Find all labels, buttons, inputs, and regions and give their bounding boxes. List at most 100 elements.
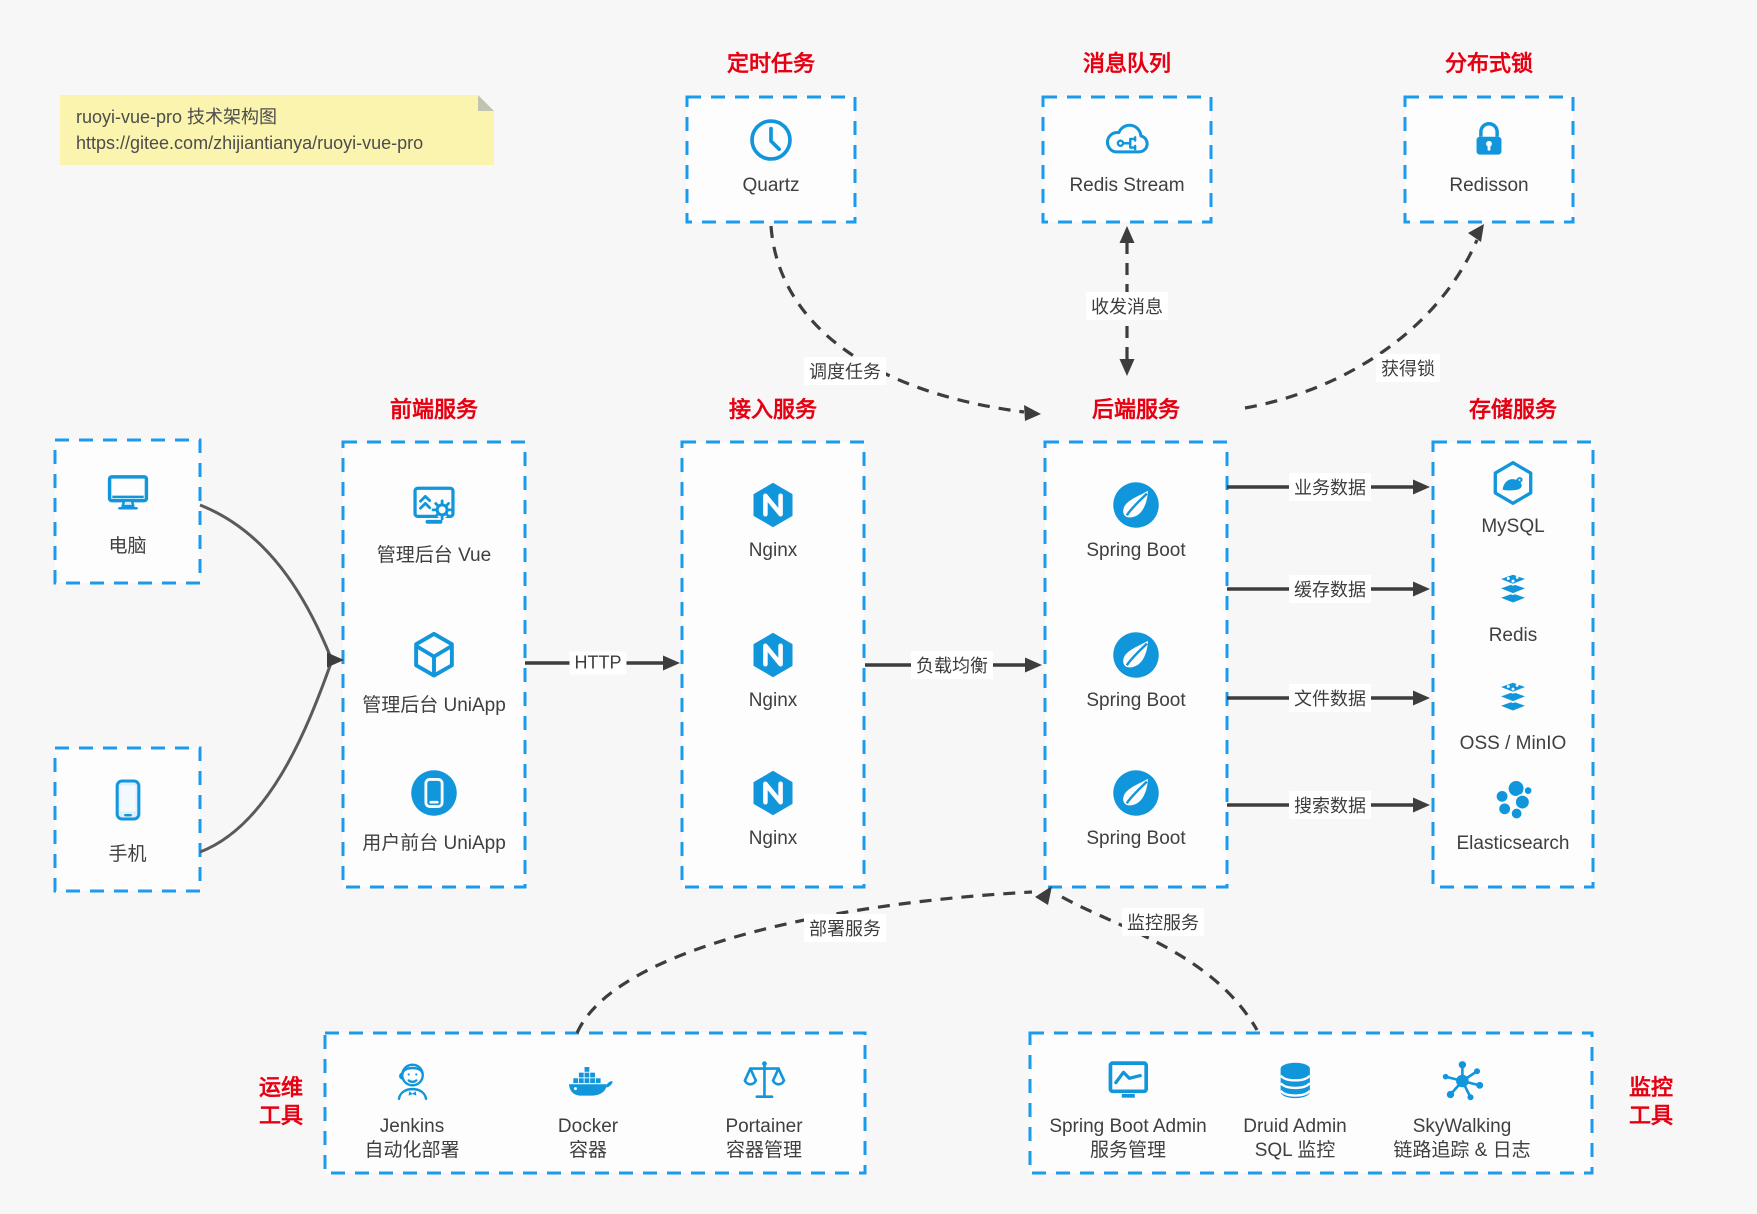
client-to-frontend-curves: [199, 503, 333, 854]
docker-node: Docker 容器: [558, 1055, 618, 1163]
oss-minio-label: OSS / MinIO: [1459, 733, 1567, 754]
backend-services-box: Spring Boot Spring Boot Spring Boot: [1045, 442, 1227, 887]
docker-name: Docker: [557, 1116, 619, 1137]
spring-boot-admin-node: Spring Boot Admin 服务管理: [1049, 1055, 1207, 1163]
nginx-label-3: Nginx: [748, 828, 798, 849]
druid-name: Druid Admin: [1243, 1116, 1347, 1137]
edge-label-deploy: 部署服务: [804, 914, 886, 942]
spring-boot-label-3: Spring Boot: [1086, 828, 1186, 849]
edge-label-message: 收发消息: [1086, 292, 1168, 320]
pc-node: 电脑: [55, 466, 200, 558]
ops-title-line2: 工具: [258, 1103, 303, 1128]
jenkins-desc: 自动化部署: [364, 1140, 460, 1161]
spring-boot-node-1: Spring Boot: [1045, 479, 1227, 562]
mysql-node: MySQL: [1433, 458, 1593, 538]
lock-icon: [1463, 114, 1515, 166]
redis-stream-node: Redis Stream: [1043, 114, 1211, 197]
quartz-node: Quartz: [687, 114, 855, 197]
druid-desc: SQL 监控: [1254, 1140, 1336, 1161]
uniapp-cube-icon: [408, 629, 460, 681]
admin-vue-label: 管理后台 Vue: [376, 545, 492, 566]
pc-client-box: 电脑: [55, 440, 200, 583]
spring-icon: [1110, 767, 1162, 819]
jenkins-icon: [386, 1055, 438, 1107]
group-title-scheduler: 定时任务: [726, 51, 815, 76]
elasticsearch-label: Elasticsearch: [1456, 833, 1570, 854]
mysql-label: MySQL: [1481, 516, 1545, 537]
group-title-ops: 运维 工具: [238, 1074, 324, 1130]
portainer-icon: [738, 1055, 790, 1107]
portainer-desc: 容器管理: [725, 1140, 803, 1161]
oss-minio-node: OSS / MinIO: [1433, 675, 1593, 755]
group-title-lock: 分布式锁: [1444, 51, 1533, 76]
monitoring-title-line2: 工具: [1628, 1103, 1673, 1128]
mobile-client-box: 手机: [55, 748, 200, 891]
frontend-services-box: 管理后台 Vue 管理后台 UniApp 用户前台 UniApp: [343, 442, 525, 887]
spring-boot-label-2: Spring Boot: [1086, 690, 1186, 711]
solid-arrowheads: [663, 479, 1430, 813]
group-title-monitoring: 监控 工具: [1608, 1074, 1694, 1130]
edge-label-monitor: 监控服务: [1122, 908, 1204, 936]
edge-label-http: HTTP: [569, 651, 627, 675]
nginx-label-1: Nginx: [748, 540, 798, 561]
elasticsearch-icon: [1488, 775, 1538, 825]
docker-icon: [562, 1055, 614, 1107]
portainer-name: Portainer: [725, 1116, 803, 1137]
redis-node: Redis: [1433, 567, 1593, 647]
jenkins-node: Jenkins 自动化部署: [364, 1055, 460, 1163]
ops-tools-box: Jenkins 自动化部署 Docker 容器 Portainer 容器管理: [325, 1033, 865, 1173]
druid-icon: [1269, 1055, 1321, 1107]
spring-boot-node-2: Spring Boot: [1045, 629, 1227, 712]
spring-icon: [1110, 479, 1162, 531]
spring-boot-node-3: Spring Boot: [1045, 767, 1227, 850]
oss-stack-icon: [1488, 675, 1538, 725]
frontend-admin-vue-node: 管理后台 Vue: [343, 479, 525, 567]
jenkins-name: Jenkins: [379, 1116, 445, 1137]
pc-label: 电脑: [108, 536, 147, 557]
desktop-icon: [102, 466, 154, 518]
frontend-user-uniapp-node: 用户前台 UniApp: [343, 767, 525, 855]
redisson-label: Redisson: [1449, 175, 1529, 196]
client-arrowhead: [327, 652, 344, 668]
mobile-node: 手机: [55, 774, 200, 866]
user-app-icon: [408, 767, 460, 819]
druid-admin-node: Druid Admin SQL 监控: [1243, 1055, 1347, 1163]
portainer-node: Portainer 容器管理: [725, 1055, 803, 1163]
sba-icon: [1102, 1055, 1154, 1107]
redis-label: Redis: [1488, 625, 1538, 646]
nginx-node-2: Nginx: [682, 629, 864, 712]
group-title-frontend: 前端服务: [389, 397, 478, 422]
frontend-admin-uniapp-node: 管理后台 UniApp: [343, 629, 525, 717]
cloud-stream-icon: [1101, 114, 1153, 166]
sticky-note: ruoyi-vue-pro 技术架构图 https://gitee.com/zh…: [60, 95, 494, 165]
edge-label-search-data: 搜索数据: [1289, 791, 1371, 819]
elasticsearch-node: Elasticsearch: [1433, 775, 1593, 855]
spring-icon: [1110, 629, 1162, 681]
group-title-storage: 存储服务: [1468, 397, 1557, 422]
edge-label-file-data: 文件数据: [1289, 684, 1371, 712]
clock-icon: [745, 114, 797, 166]
mobile-label: 手机: [108, 844, 147, 865]
gateway-services-box: Nginx Nginx Nginx: [682, 442, 864, 887]
storage-services-box: MySQL Redis OSS / MinIO Elasticsearch: [1433, 442, 1593, 887]
note-fold-corner: [478, 95, 494, 111]
ops-title-line1: 运维: [258, 1075, 303, 1100]
redis-stream-label: Redis Stream: [1069, 175, 1185, 196]
nginx-icon: [747, 767, 799, 819]
edge-label-schedule: 调度任务: [804, 357, 886, 385]
edge-label-cache-data: 缓存数据: [1289, 575, 1371, 603]
group-title-backend: 后端服务: [1091, 397, 1180, 422]
sba-desc: 服务管理: [1089, 1140, 1166, 1161]
docker-desc: 容器: [568, 1140, 607, 1161]
skywalking-name: SkyWalking: [1412, 1116, 1512, 1137]
group-title-gateway: 接入服务: [728, 397, 817, 422]
skywalking-icon: [1436, 1055, 1488, 1107]
note-url: https://gitee.com/zhijiantianya/ruoyi-vu…: [76, 133, 424, 153]
monitoring-title-line1: 监控: [1628, 1075, 1673, 1100]
nginx-label-2: Nginx: [748, 690, 798, 711]
spring-boot-label-1: Spring Boot: [1086, 540, 1186, 561]
mobile-icon: [102, 774, 154, 826]
nginx-node-3: Nginx: [682, 767, 864, 850]
quartz-label: Quartz: [742, 175, 800, 196]
